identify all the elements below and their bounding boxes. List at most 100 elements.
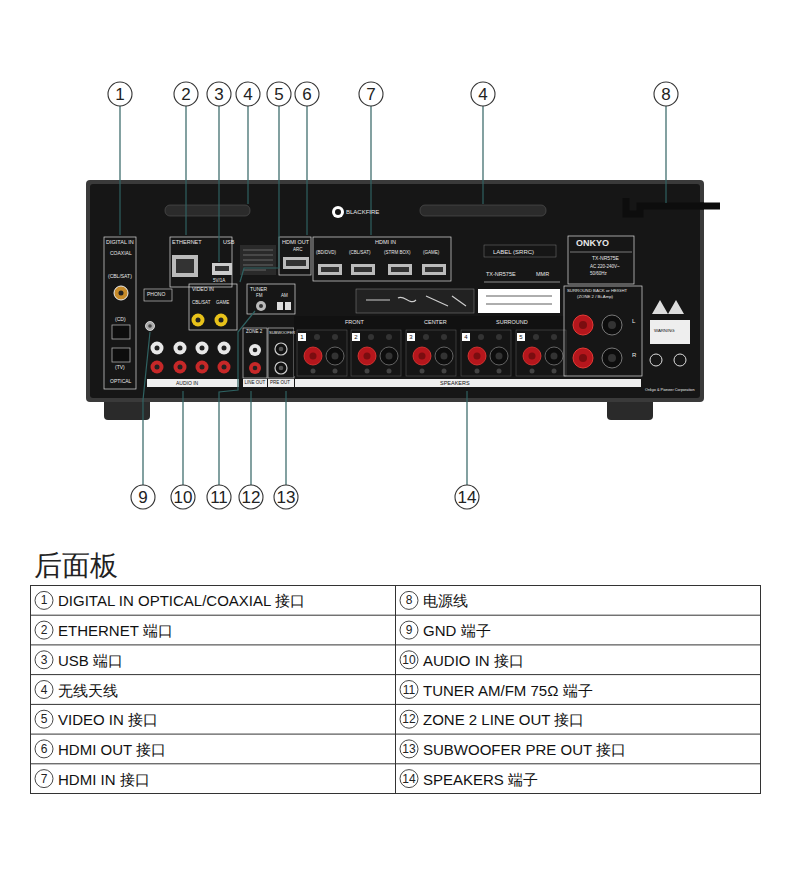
- section-box: [268, 328, 294, 378]
- power-cord: [626, 198, 704, 214]
- callout-number: 13: [277, 489, 296, 506]
- gnd-terminal: [146, 322, 155, 331]
- panel-text: 50/60Hz: [590, 272, 607, 277]
- table-cell: USB 端口: [58, 652, 123, 667]
- cert-mark: [650, 354, 662, 366]
- callout-number: 5: [274, 86, 283, 103]
- receiver-illustration: [222, 346, 227, 351]
- table-cell: HDMI OUT 接口: [58, 741, 166, 756]
- table-number-circle: [400, 740, 418, 758]
- usb-port: [212, 263, 232, 275]
- table-number-circle: [35, 710, 53, 728]
- usb-port: [215, 266, 229, 271]
- hdmi-port: [388, 264, 412, 275]
- callout-number: 8: [661, 86, 670, 103]
- panel-text: PHONO: [147, 292, 165, 297]
- table-number-circle: [35, 740, 53, 758]
- panel-text: ZONE 2: [246, 330, 262, 335]
- receiver-illustration: [579, 321, 587, 329]
- panel-text: MMR: [536, 272, 549, 278]
- table-number: 14: [402, 773, 415, 785]
- table-grid: [31, 586, 761, 794]
- ethernet-port: [176, 259, 194, 273]
- antenna: [165, 205, 250, 216]
- video-jack: [192, 314, 205, 327]
- leader-line: [218, 106, 219, 262]
- table-number: 10: [402, 654, 415, 666]
- receiver-illustration: [354, 267, 372, 272]
- hdmi-port: [351, 264, 375, 275]
- audio-jack: [196, 342, 209, 355]
- receiver-illustration: [178, 346, 183, 351]
- panel-text: AUDIO IN: [176, 381, 198, 386]
- receiver-illustration: [608, 354, 616, 362]
- panel-text: 5: [519, 334, 522, 340]
- table-number: 8: [406, 594, 413, 606]
- table-number: 12: [402, 713, 415, 725]
- callout-circle: [171, 485, 195, 509]
- leader-line: [665, 106, 666, 203]
- cert-mark: [674, 354, 686, 366]
- panel-text: (TV): [115, 365, 125, 370]
- callout-circle: [108, 82, 678, 509]
- label-bar: [268, 379, 294, 387]
- warning-symbol: [652, 300, 684, 314]
- table-cell: DIGITAL IN OPTICAL/COAXIAL 接口: [58, 593, 305, 608]
- panel-text: SUBWOOFER: [269, 331, 295, 335]
- table-cell: ZONE 2 LINE OUT 接口: [423, 712, 584, 727]
- callout-number: 12: [242, 489, 261, 506]
- receiver-illustration: [579, 354, 587, 362]
- callout-circle: [108, 82, 132, 106]
- audio-jack: [151, 361, 164, 374]
- panel-text: SPEAKERS: [440, 381, 470, 387]
- leader-line: [182, 391, 183, 485]
- table-cell: SUBWOOFER PRE OUT 接口: [423, 741, 626, 756]
- section-box: [170, 237, 232, 287]
- receiver-illustration: [391, 267, 409, 272]
- table-number: 5: [41, 713, 48, 725]
- leader-line: [120, 106, 666, 485]
- receiver-illustration: [486, 296, 552, 304]
- table-number: 11: [403, 684, 415, 696]
- panel-text: ONKYO: [576, 239, 609, 248]
- callout-circle: [654, 82, 678, 106]
- table-cell: SPEAKERS 端子: [423, 771, 538, 786]
- callout-circle: [174, 82, 198, 106]
- panel-text: L: [632, 318, 635, 324]
- receiver-illustration: [196, 318, 201, 323]
- line-out-jack: [249, 344, 261, 356]
- callout-circle: [295, 82, 319, 106]
- label-area: [484, 245, 556, 257]
- table-cell: 无线天线: [58, 682, 118, 697]
- section-box: [564, 286, 642, 376]
- video-jack: [215, 314, 228, 327]
- panel-text: GAME: [216, 301, 229, 306]
- panel-text: USB: [223, 240, 234, 246]
- panel-text: LABEL (SRRC): [493, 249, 534, 255]
- table-cell: TUNER AM/FM 75Ω 端子: [423, 682, 593, 697]
- line-out-jack: [249, 362, 261, 374]
- optical-port: [112, 325, 130, 339]
- panel-text: (CBL/SAT): [108, 274, 132, 279]
- leader-line: [143, 332, 150, 485]
- section-box: [144, 289, 172, 301]
- panel-text: R: [632, 352, 636, 358]
- leader-line: [370, 106, 371, 235]
- receiver-illustration: [155, 365, 160, 370]
- receiver-illustration: [200, 346, 205, 351]
- leader-line: [482, 106, 483, 204]
- panel-text: LINE OUT: [245, 381, 266, 386]
- callout-circle: [455, 485, 479, 509]
- subwoofer-jack: [275, 343, 287, 355]
- callout-number: 4: [478, 86, 487, 103]
- callout-number: 9: [138, 489, 147, 506]
- callout-number: 14: [458, 489, 477, 506]
- instruction-strip: [356, 289, 474, 313]
- section-box: [247, 284, 295, 314]
- table-number-circle: [35, 770, 53, 788]
- am-terminal: [277, 302, 283, 310]
- panel-text: AC 220-240V~: [590, 265, 620, 270]
- panel-text: VIDEO IN: [192, 287, 214, 292]
- hdmi-port: [318, 264, 342, 275]
